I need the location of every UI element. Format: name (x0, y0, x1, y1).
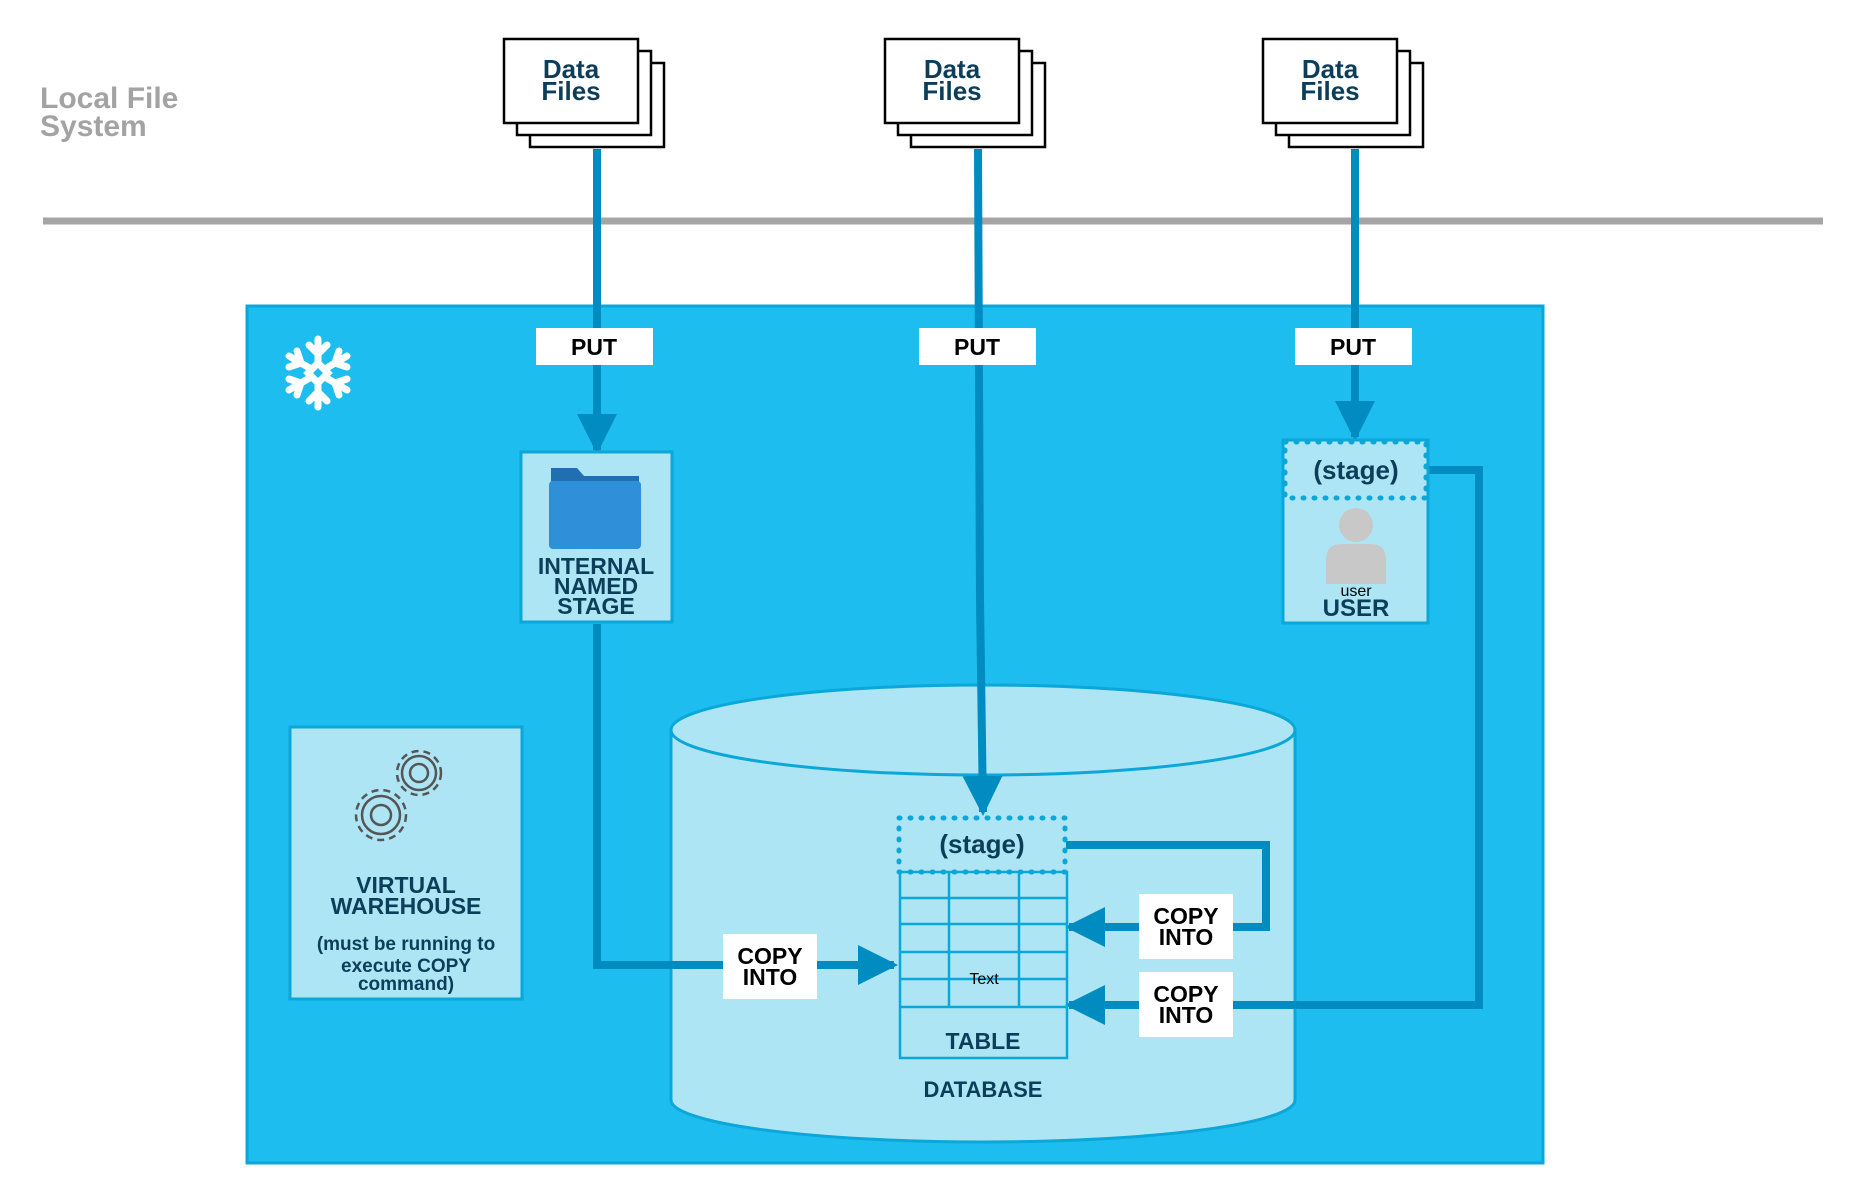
snowflake-logo-icon (285, 335, 351, 411)
svg-text:PUT: PUT (571, 334, 617, 360)
warehouse-note-3: command) (358, 974, 454, 995)
local-file-system-label: Local File System (40, 82, 178, 143)
warehouse-note-1: (must be running to (317, 934, 495, 955)
data-files-1-line-1: Data (543, 54, 600, 84)
put-label-3: PUT (1295, 328, 1412, 365)
copy-arrow-user-stage (1065, 466, 1483, 1025)
svg-text:PUT: PUT (954, 334, 1000, 360)
table-label: TABLE (946, 1028, 1021, 1054)
put-arrow-2 (962, 148, 1003, 816)
data-files-3-line-2: Files (1300, 76, 1359, 106)
user-stage-box (1282, 439, 1429, 501)
svg-text:COPY: COPY (737, 943, 802, 969)
user-stage-label: (stage) (1313, 455, 1398, 485)
warehouse-line-2: WAREHOUSE (331, 893, 482, 919)
user-silhouette-icon (1326, 508, 1386, 584)
named-stage-line-3: STAGE (557, 593, 635, 619)
gears-icon (354, 749, 443, 842)
data-files-stack-2: Data Files (883, 37, 1047, 149)
svg-text:PUT: PUT (1330, 334, 1376, 360)
svg-text:INTO: INTO (1159, 924, 1214, 950)
table-stage: (stage) (896, 815, 1068, 875)
data-files-2-line-2: Files (922, 76, 981, 106)
table-cell-text: Text (969, 971, 999, 988)
copy-into-label-2: COPY INTO (1139, 894, 1233, 959)
user-box: (stage) user USER (1281, 438, 1430, 625)
copy-into-label-3: COPY INTO (1139, 972, 1233, 1037)
user-caption: user (1340, 583, 1372, 600)
data-files-1-line-2: Files (541, 76, 600, 106)
data-files-stack-3: Data Files (1261, 37, 1425, 149)
warehouse-note-2: execute COPY (341, 956, 471, 977)
put-label-2: PUT (919, 328, 1036, 365)
data-files-3-line-1: Data (1302, 54, 1359, 84)
local-fs-line-1: Local File (40, 82, 178, 115)
database-label: DATABASE (924, 1077, 1043, 1102)
folder-icon (549, 468, 641, 549)
table-grid (898, 870, 1069, 1060)
svg-text:INTO: INTO (743, 964, 798, 990)
data-files-stack-1: Data Files (502, 37, 666, 149)
svg-text:INTO: INTO (1159, 1002, 1214, 1028)
svg-text:COPY: COPY (1153, 981, 1218, 1007)
virtual-warehouse: VIRTUAL WAREHOUSE (must be running to ex… (288, 725, 524, 1001)
named-stage-line-2: NAMED (554, 573, 638, 599)
named-stage-line-1: INTERNAL (538, 553, 654, 579)
put-label-1: PUT (536, 328, 653, 365)
internal-named-stage: INTERNAL NAMED STAGE (519, 450, 674, 624)
user-label: USER (1323, 595, 1390, 622)
table-stage-label: (stage) (939, 829, 1024, 859)
copy-into-label-1: COPY INTO (723, 934, 817, 999)
warehouse-line-1: VIRTUAL (356, 872, 456, 898)
local-fs-line-2: System (40, 110, 147, 143)
svg-text:COPY: COPY (1153, 903, 1218, 929)
data-files-2-line-1: Data (924, 54, 981, 84)
